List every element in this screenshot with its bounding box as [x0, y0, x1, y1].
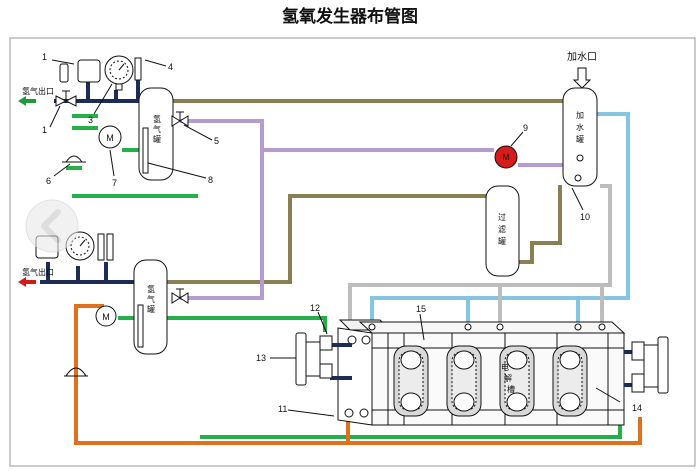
green-pipe-bottom	[200, 425, 622, 439]
diagram-frame	[9, 37, 696, 467]
green-pipes	[66, 114, 622, 439]
svg-text:滤: 滤	[498, 224, 506, 234]
svg-text:罐: 罐	[147, 304, 155, 314]
gray-pipe-main	[348, 184, 612, 340]
callout-12: 12	[310, 303, 320, 313]
svg-text:罐: 罐	[498, 236, 506, 246]
motor-7: M	[98, 125, 122, 149]
svg-text:解: 解	[504, 373, 512, 383]
outlet-arrow-bottom	[18, 277, 36, 287]
green-pipe-long	[118, 316, 327, 332]
add-water-label: 加水口	[567, 51, 597, 63]
motor-9: M	[494, 145, 518, 169]
lavender-pipe-bottom	[180, 150, 264, 300]
sight-gauge-4	[134, 57, 142, 81]
outlet-label-bottom: 氢气出口	[22, 267, 54, 277]
callout-15: 15	[416, 304, 426, 314]
light-blue-pipes	[370, 112, 630, 340]
check-valve-6	[62, 155, 86, 163]
outlet-label-top: 氢气出口	[22, 86, 54, 96]
svg-text:槽: 槽	[507, 384, 515, 394]
top-outlet-assembly: 氢气出口	[18, 55, 145, 107]
small-cylinder	[59, 63, 69, 83]
lavender-pipe-top	[180, 119, 494, 152]
valve-bottom	[171, 288, 189, 304]
svg-text:气: 气	[153, 124, 161, 134]
back-arrow-icon[interactable]	[25, 199, 79, 253]
hydrogen-tank-bottom: 氢 气 罐	[133, 259, 168, 355]
callout-6: 6	[46, 176, 51, 186]
callout-4: 4	[168, 62, 173, 72]
svg-text:气: 气	[147, 294, 155, 304]
electrolyzer-ports	[400, 350, 581, 412]
outlet-arrow-top	[18, 96, 36, 106]
callouts: 1 3 4 1 5 6 7 8 9 10 11 12 13 14 15	[42, 52, 642, 414]
gray-pipes	[348, 184, 612, 340]
electrolyzer: 电 解 槽	[337, 319, 626, 426]
hydrogen-tank-top: 氢 气 罐	[138, 87, 174, 181]
water-tank: 加 水 罐	[562, 87, 598, 187]
svg-text:过: 过	[498, 212, 506, 222]
blue-pipe-main	[370, 112, 630, 340]
gauge-3	[104, 55, 134, 91]
sight-gauge-bottom-1	[97, 233, 105, 261]
svg-text:电: 电	[501, 362, 509, 372]
valve-1	[55, 90, 77, 107]
diagram-title: 氢氧发生器布管图	[282, 6, 418, 27]
add-water-arrow	[572, 67, 592, 89]
olive-pipe-filter	[165, 194, 490, 284]
svg-text:M: M	[106, 133, 114, 143]
callout-14: 14	[632, 403, 642, 413]
motor-bottom: M	[95, 305, 117, 327]
svg-text:M: M	[503, 153, 510, 162]
end-plate-right	[631, 336, 669, 394]
callout-10: 10	[580, 212, 590, 222]
svg-text:氢: 氢	[147, 284, 155, 294]
svg-text:罐: 罐	[576, 134, 584, 144]
valve-5	[171, 111, 189, 127]
electrolyzer-front	[337, 327, 373, 426]
olive-pipe-filter-drop	[516, 185, 562, 264]
filter-2	[77, 59, 101, 83]
callout-8: 8	[208, 175, 213, 185]
electrolyzer-top	[358, 321, 626, 334]
svg-text:罐: 罐	[153, 134, 161, 144]
callout-2: 1	[42, 52, 47, 62]
callout-leaders	[49, 59, 621, 417]
callout-9: 9	[523, 123, 528, 133]
svg-text:M: M	[102, 312, 110, 322]
orange-pipe	[74, 304, 642, 445]
callout-7: 7	[112, 178, 117, 188]
callout-3: 3	[88, 115, 93, 125]
callout-5: 5	[214, 136, 219, 146]
lavender-pipes	[180, 119, 565, 300]
svg-text:氢: 氢	[153, 114, 161, 124]
end-plate-left	[295, 332, 333, 386]
svg-text:水: 水	[576, 122, 584, 132]
sight-gauge-bottom-2	[106, 233, 114, 261]
svg-text:加: 加	[576, 110, 584, 120]
add-water-inlet: 加水口	[567, 51, 597, 89]
check-valve-bottom	[64, 367, 88, 377]
filter-tank: 过 滤 罐	[485, 185, 520, 277]
callout-13: 13	[256, 353, 266, 363]
callout-1: 1	[42, 125, 47, 135]
callout-11: 11	[278, 404, 287, 414]
